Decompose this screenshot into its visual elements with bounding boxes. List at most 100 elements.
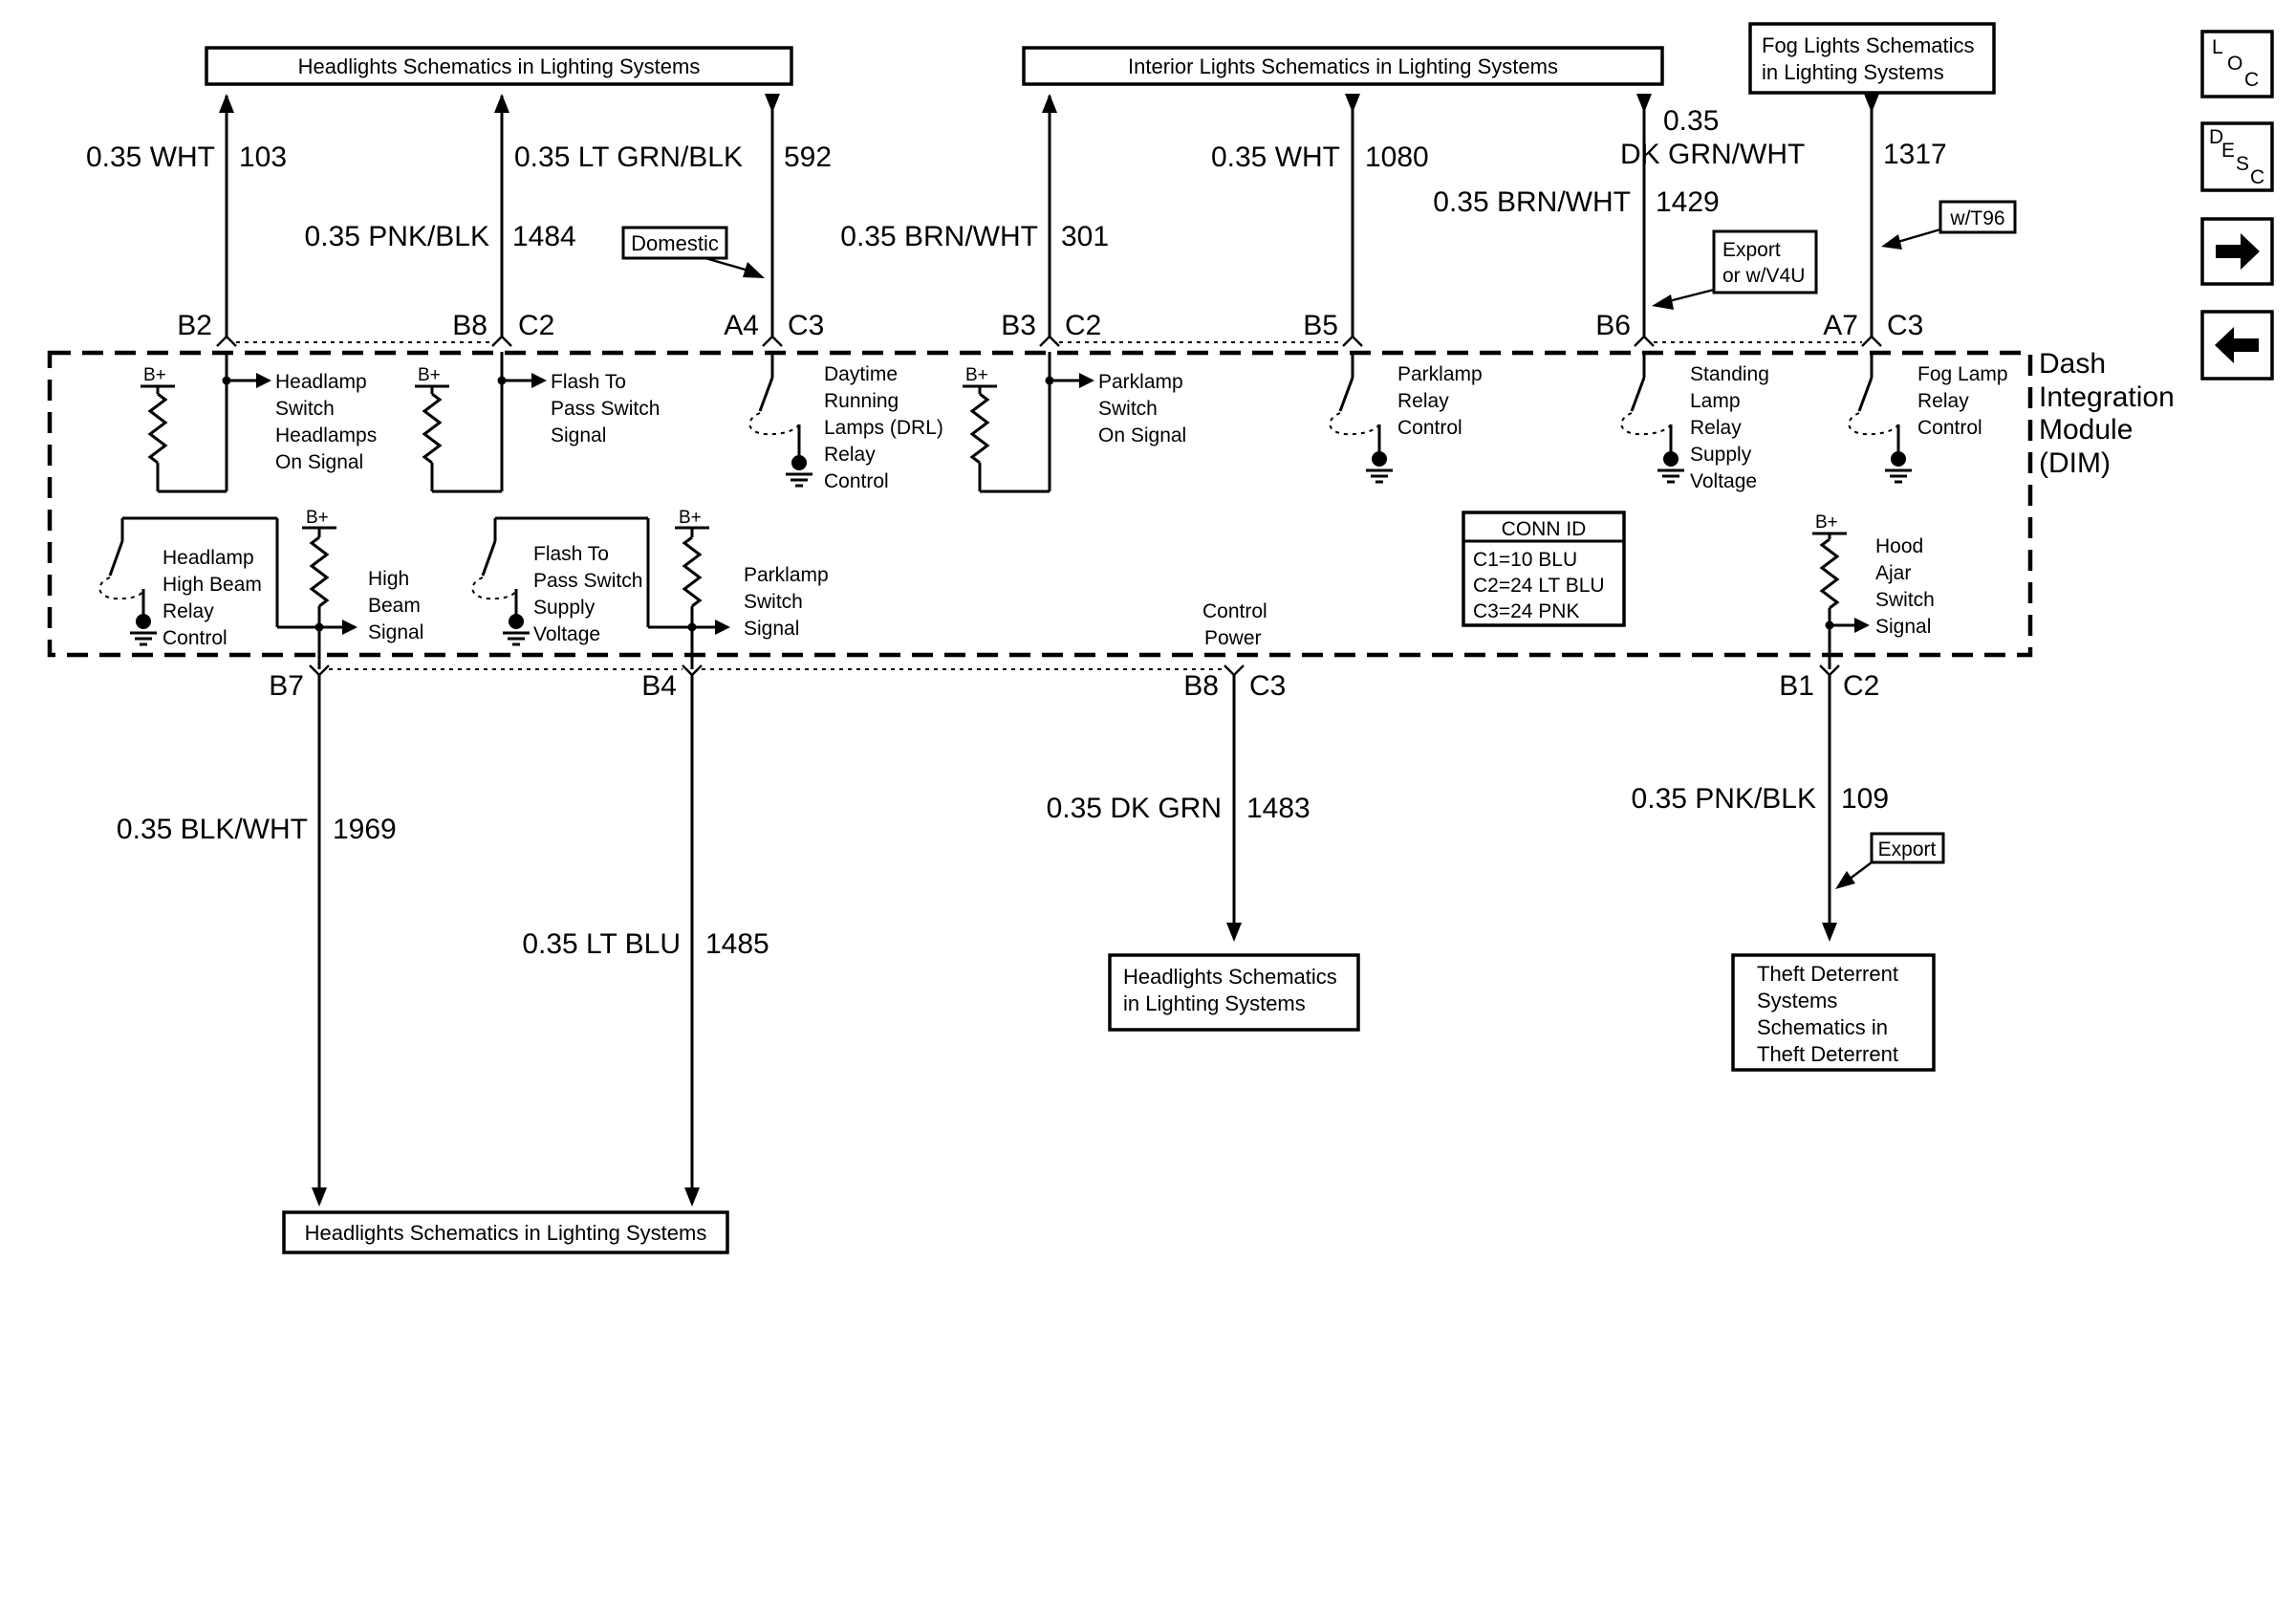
- svg-text:103: 103: [239, 142, 287, 173]
- wire-1429: 0.35 BRN/WHT 1429: [1433, 94, 1720, 337]
- pins-bottom: B7 B4 B8 C3 B1 C2: [269, 670, 1879, 702]
- svg-text:Headlamps: Headlamps: [275, 425, 377, 446]
- svg-text:Parklamp: Parklamp: [1098, 371, 1183, 393]
- svg-text:C2: C2: [518, 310, 554, 341]
- wire-1080: 0.35 WHT 1080: [1211, 94, 1429, 337]
- svg-text:CONN ID: CONN ID: [1502, 518, 1587, 540]
- svg-text:A7: A7: [1823, 310, 1858, 341]
- svg-text:B1: B1: [1779, 670, 1814, 702]
- svg-text:Headlights Schematics in Light: Headlights Schematics in Lighting System…: [298, 54, 701, 78]
- svg-text:B4: B4: [641, 670, 677, 702]
- tag-export: Export: [1835, 832, 1945, 889]
- svg-text:0.35 WHT: 0.35 WHT: [86, 142, 215, 173]
- svg-text:Hood: Hood: [1875, 535, 1923, 557]
- svg-text:Switch: Switch: [1098, 398, 1158, 420]
- wire-592: 592: [765, 94, 832, 337]
- dest-headlights-top[interactable]: Headlights Schematics in Lighting System…: [205, 46, 793, 86]
- svg-text:Switch: Switch: [744, 591, 803, 613]
- circuit-high-beam: Headlamp High Beam Relay Control B+ High…: [98, 508, 423, 669]
- svg-text:Pass Switch: Pass Switch: [551, 398, 660, 420]
- svg-text:Headlights Schematics in Light: Headlights Schematics in Lighting System…: [305, 1221, 707, 1245]
- svg-text:1483: 1483: [1246, 793, 1310, 824]
- svg-text:Lamp: Lamp: [1690, 390, 1741, 412]
- svg-text:Fog Lights Schematics: Fog Lights Schematics: [1762, 33, 1975, 57]
- svg-text:B7: B7: [269, 670, 304, 702]
- svg-text:Dash: Dash: [2039, 348, 2106, 380]
- circuit-flash-supply-parklamp: Flash To Pass Switch Supply Voltage B+ P…: [471, 508, 829, 669]
- svg-text:Relay: Relay: [1917, 390, 1969, 412]
- svg-text:Switch: Switch: [275, 398, 335, 420]
- svg-text:C1=10 BLU: C1=10 BLU: [1473, 549, 1577, 571]
- svg-text:Parklamp: Parklamp: [1397, 363, 1483, 385]
- svg-text:Control: Control: [162, 627, 227, 649]
- svg-text:Supply: Supply: [533, 597, 596, 619]
- svg-text:or w/V4U: or w/V4U: [1722, 265, 1805, 287]
- svg-text:B+: B+: [306, 508, 329, 528]
- dest-theft-deterrent[interactable]: Theft Deterrent Systems Schematics in Th…: [1731, 953, 1936, 1072]
- circuit-standing-lamp: Standing Lamp Relay Supply Voltage: [1620, 352, 1769, 492]
- svg-text:Headlights Schematics: Headlights Schematics: [1123, 965, 1337, 989]
- svg-text:0.35 BRN/WHT: 0.35 BRN/WHT: [840, 221, 1038, 252]
- circuit-parklamp-on-signal: B+ Parklamp Switch On Signal: [963, 352, 1186, 493]
- svg-text:C3=24 PNK: C3=24 PNK: [1473, 600, 1579, 622]
- wire-1485: 0.35 LT BLU 1485: [522, 675, 769, 1207]
- svg-text:Fog Lamp: Fog Lamp: [1917, 363, 2008, 385]
- svg-text:Signal: Signal: [551, 425, 606, 446]
- svg-text:Module: Module: [2039, 414, 2133, 446]
- svg-text:Supply: Supply: [1690, 444, 1752, 466]
- svg-text:Theft Deterrent: Theft Deterrent: [1757, 1042, 1898, 1066]
- svg-text:Signal: Signal: [744, 618, 799, 640]
- tag-domestic: Domestic: [621, 226, 765, 278]
- svg-text:301: 301: [1061, 221, 1109, 252]
- svg-text:Headlamp: Headlamp: [162, 547, 254, 569]
- svg-text:Voltage: Voltage: [1690, 470, 1757, 492]
- circuit-fog-lamp-relay: Fog Lamp Relay Control: [1848, 352, 2008, 484]
- svg-text:in Lighting Systems: in Lighting Systems: [1123, 991, 1306, 1015]
- dest-headlights-bottom[interactable]: Headlights Schematics in Lighting System…: [282, 1210, 729, 1254]
- svg-text:B6: B6: [1595, 310, 1631, 341]
- svg-text:Headlamp: Headlamp: [275, 371, 367, 393]
- svg-text:B2: B2: [177, 310, 212, 341]
- svg-text:(DIM): (DIM): [2039, 447, 2111, 479]
- wire-109: 0.35 PNK/BLK 109: [1632, 675, 1889, 942]
- desc-button[interactable]: D E S C: [2200, 121, 2274, 192]
- circuit-hood-ajar: B+ Hood Ajar Switch Signal: [1812, 512, 1935, 669]
- svg-text:Flash To: Flash To: [551, 371, 626, 393]
- svg-text:0.35 WHT: 0.35 WHT: [1211, 142, 1340, 173]
- svg-text:0.35 BLK/WHT: 0.35 BLK/WHT: [117, 814, 308, 845]
- svg-text:1429: 1429: [1656, 186, 1720, 218]
- svg-text:L: L: [2212, 36, 2223, 58]
- svg-text:C2=24 LT BLU: C2=24 LT BLU: [1473, 575, 1605, 597]
- svg-text:B3: B3: [1001, 310, 1036, 341]
- arrow-left-icon: [2215, 327, 2259, 363]
- svg-text:Signal: Signal: [368, 621, 423, 643]
- arrow-right-icon: [2216, 233, 2260, 270]
- svg-text:Switch: Switch: [1875, 589, 1935, 611]
- pins-top: B2 B8 C2 A4 C3 B3 C2 B5 B6 A7 C3: [177, 310, 1923, 341]
- dest-interior-lights[interactable]: Interior Lights Schematics in Lighting S…: [1022, 46, 1664, 86]
- svg-text:Parklamp: Parklamp: [744, 564, 829, 586]
- circuit-flash-to-pass-signal: B+ Flash To Pass Switch Signal: [415, 352, 660, 493]
- svg-text:A4: A4: [724, 310, 759, 341]
- svg-text:C3: C3: [788, 310, 824, 341]
- prev-arrow-button[interactable]: [2200, 310, 2274, 381]
- dest-headlights-mid[interactable]: Headlights Schematics in Lighting System…: [1108, 953, 1360, 1032]
- circuit-headlamp-switch: B+ Headlamp Switch Headlamps On Signal: [141, 352, 377, 493]
- svg-text:Theft Deterrent: Theft Deterrent: [1757, 962, 1898, 986]
- svg-text:Flash To: Flash To: [533, 543, 609, 565]
- svg-text:Control: Control: [1917, 417, 1982, 439]
- next-arrow-button[interactable]: [2200, 217, 2274, 286]
- dest-fog-lights[interactable]: Fog Lights Schematics in Lighting System…: [1748, 22, 1996, 95]
- svg-text:Signal: Signal: [1875, 616, 1931, 638]
- svg-text:0.35 LT GRN/BLK: 0.35 LT GRN/BLK: [514, 142, 743, 173]
- svg-text:Pass Switch: Pass Switch: [533, 570, 642, 592]
- svg-text:1485: 1485: [705, 928, 769, 960]
- svg-text:Export: Export: [1878, 838, 1937, 860]
- svg-text:DK GRN/WHT: DK GRN/WHT: [1620, 139, 1805, 170]
- svg-text:0.35: 0.35: [1663, 105, 1719, 137]
- wire-1969: 0.35 BLK/WHT 1969: [117, 675, 397, 1207]
- svg-text:Beam: Beam: [368, 595, 421, 617]
- tag-export-v4u: Export or w/V4U: [1652, 229, 1818, 310]
- loc-button[interactable]: L O C: [2200, 30, 2274, 98]
